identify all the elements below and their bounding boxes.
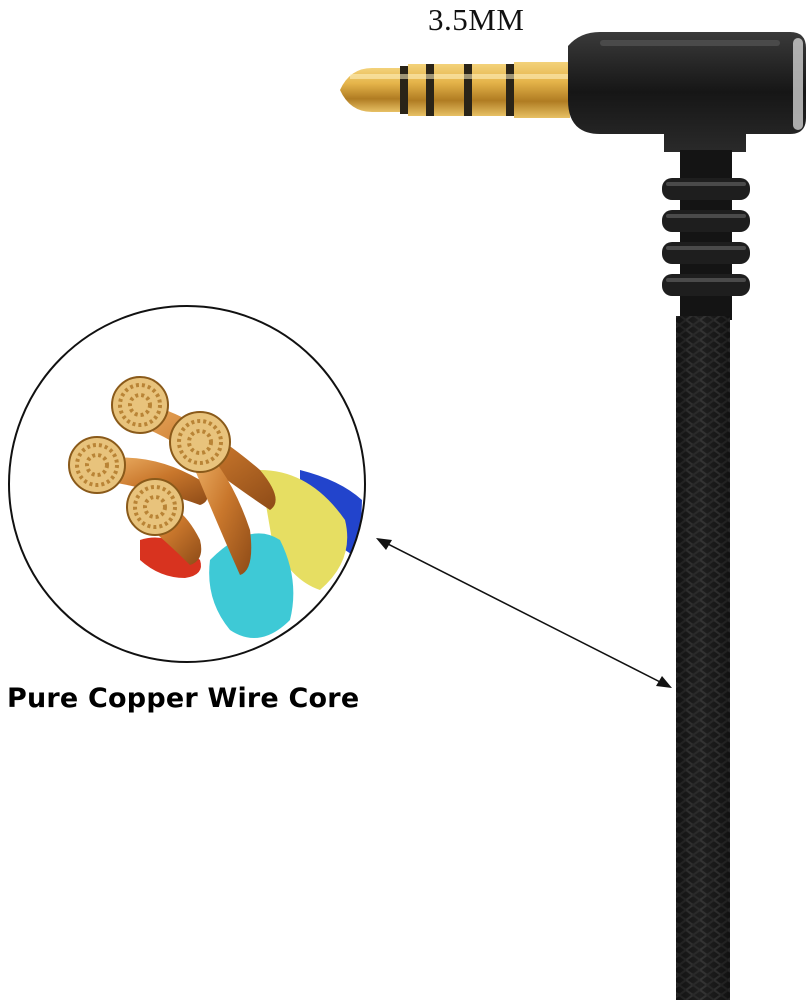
connector-size-label: 3.5MM: [428, 2, 525, 37]
plug-ring-1: [400, 66, 408, 114]
plug-housing: [568, 32, 806, 152]
arrowhead-end: [656, 676, 672, 688]
magnified-wire-core: [8, 305, 366, 663]
magnifier-ring: [8, 305, 366, 663]
wire-cyan: [209, 533, 294, 638]
wire-yellow: [260, 470, 348, 590]
strain-relief: [662, 150, 750, 320]
braided-cable: [676, 316, 730, 1000]
plug-ring-4: [506, 64, 514, 116]
callout-arrow: [376, 538, 672, 688]
wire-red: [140, 537, 201, 578]
feature-caption: Pure Copper Wire Core: [7, 683, 360, 714]
strand-end-1: [111, 376, 169, 434]
strand-end-2: [68, 436, 126, 494]
strand-end-4: [126, 478, 184, 536]
audio-plug: [340, 62, 570, 118]
strand-end-3: [169, 411, 231, 473]
plug-ring-2: [426, 64, 434, 116]
plug-ring-3: [464, 64, 472, 116]
arrowhead-start: [376, 538, 392, 550]
